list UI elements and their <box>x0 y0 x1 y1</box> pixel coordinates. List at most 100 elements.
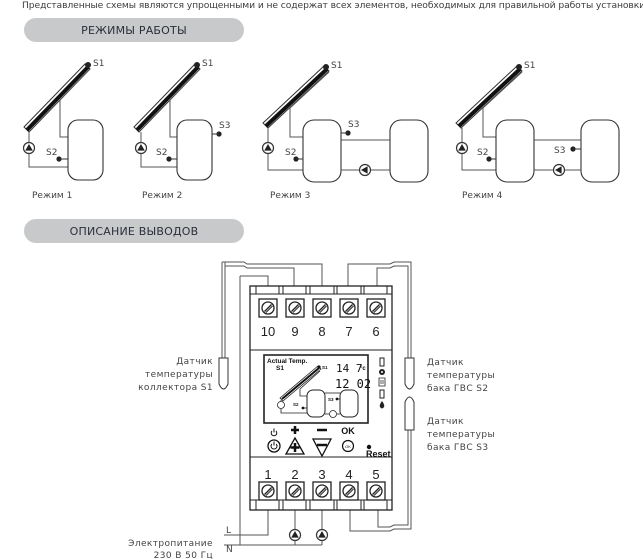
section-header-modes: РЕЖИМЫ РАБОТЫ <box>24 18 244 42</box>
sensor-s1-dot <box>516 64 522 70</box>
section-title-modes: РЕЖИМЫ РАБОТЫ <box>81 23 187 37</box>
sensor-s1-label: S1 <box>202 59 213 69</box>
reset-button[interactable]: Reset <box>366 444 391 459</box>
pump-2-icon <box>315 528 329 542</box>
minus-button[interactable] <box>311 428 333 458</box>
indicator-bar-icon <box>379 357 385 367</box>
terminal-screw-4[interactable] <box>339 481 359 501</box>
terminal-screw-9[interactable] <box>285 298 305 318</box>
terminal-number: 5 <box>372 467 379 482</box>
sensor-s1-dot <box>85 62 91 68</box>
desc-line: бака ГВС S3 <box>427 443 489 453</box>
desc-line: температуры <box>427 430 495 440</box>
terminal-screw-1[interactable] <box>258 481 278 501</box>
wiring <box>221 261 412 546</box>
terminal-number: 4 <box>345 467 352 482</box>
terminal-number: 3 <box>318 467 325 482</box>
pump-icon <box>22 141 36 155</box>
ok-inner-label: OK <box>345 444 351 449</box>
terminal-screw-6[interactable] <box>366 298 386 318</box>
tank-icon <box>67 119 104 181</box>
line-N-label: N <box>226 545 233 555</box>
display-s1-label: S1 <box>322 365 328 370</box>
solar-collector-icon <box>23 63 91 133</box>
ok-label: OK <box>341 426 355 436</box>
desc-line: Датчик <box>176 357 213 367</box>
power-button[interactable] <box>267 428 281 453</box>
power-label-line2: 230 В 50 Гц <box>154 551 213 559</box>
plus-button[interactable] <box>284 426 306 455</box>
sensor-probe-s2 <box>404 357 415 390</box>
pump-icon <box>261 141 275 155</box>
display-unit: °c <box>360 366 366 372</box>
tank-icon <box>176 119 213 181</box>
terminal-number: 6 <box>372 324 379 339</box>
tank-1-icon <box>495 119 535 183</box>
mode-2-label: Режим 2 <box>142 191 182 201</box>
desc-line: температуры <box>427 371 495 381</box>
power-label-line1: Электропитание <box>128 539 213 549</box>
ok-button[interactable]: OK OK <box>341 426 355 453</box>
pump-icon <box>552 163 566 177</box>
desc-line: Датчик <box>427 358 464 368</box>
mode-4-label: Режим 4 <box>462 191 503 201</box>
pump-icon <box>455 141 469 155</box>
terminal-screw-10[interactable] <box>258 298 278 318</box>
terminal-number: 2 <box>291 467 298 482</box>
terminal-screw-8[interactable] <box>312 298 332 318</box>
sensor-s3-description: Датчик температуры бака ГВС S3 <box>427 417 495 453</box>
display-title: Actual Temp. <box>267 358 308 365</box>
section-header-outputs: ОПИСАНИЕ ВЫВОДОВ <box>24 219 244 243</box>
section-title-outputs: ОПИСАНИЕ ВЫВОДОВ <box>69 224 199 238</box>
pump-1-icon <box>288 528 302 542</box>
mode-1-label: Режим 1 <box>32 191 72 201</box>
tank-2-icon <box>389 119 429 183</box>
disclaimer-text: Представленные схемы являются упрощенным… <box>22 0 643 11</box>
terminal-screw-7[interactable] <box>339 298 359 318</box>
sensor-s1-label: S1 <box>93 59 104 69</box>
reset-label: Reset <box>366 449 391 459</box>
display-sensor: S1 <box>276 365 284 372</box>
sensor-s3-label: S3 <box>219 121 230 131</box>
sensor-s1-label: S1 <box>331 61 342 71</box>
desc-line: температуры <box>145 370 213 380</box>
desc-line: Датчик <box>427 417 464 427</box>
sensor-s3-label: S3 <box>348 120 359 130</box>
display-temperature: 14 7 <box>336 362 363 375</box>
display-time: 12 02 <box>335 377 371 391</box>
solar-collector-icon <box>262 65 330 129</box>
display-s2-label: S2 <box>293 402 299 407</box>
terminal-number: 9 <box>291 324 298 339</box>
terminal-screw-2[interactable] <box>285 481 305 501</box>
tank-2-icon <box>580 119 620 183</box>
terminal-screw-5[interactable] <box>366 481 386 501</box>
bottom-terminals: 1 2 3 4 5 <box>258 467 386 501</box>
terminal-number: 7 <box>345 324 352 339</box>
display-s3-label: S3 <box>328 397 334 402</box>
sensor-s1-dot <box>323 64 329 70</box>
mode-3-label: Режим 3 <box>270 191 310 201</box>
terminal-number: 8 <box>318 324 325 339</box>
sensor-s2-label: S2 <box>285 148 296 158</box>
tank-1-icon <box>302 119 342 183</box>
lcd-display: Actual Temp. S1 14 7 °c 12 02 S1 S2 S3 <box>263 354 371 424</box>
desc-line: коллектора S1 <box>138 383 213 393</box>
solar-collector-icon <box>455 65 523 129</box>
mode-4-diagram: S1 S2 S3 Режим 4 <box>455 61 620 201</box>
mode-1-diagram: S1 S2 Режим 1 <box>22 59 104 201</box>
flame-icon <box>379 401 385 409</box>
top-terminals: 10 9 8 7 6 <box>258 298 386 339</box>
pump-icon <box>358 163 372 177</box>
sensor-s1-description: Датчик температуры коллектора S1 <box>138 357 213 393</box>
mode-3-diagram: S1 S2 S3 Режим 3 <box>261 61 429 201</box>
sensor-s2-description: Датчик температуры бака ГВС S2 <box>427 358 495 394</box>
sensor-probe-s1 <box>218 357 229 390</box>
solar-collector-icon <box>133 63 201 133</box>
control-buttons: OK OK Reset <box>267 426 391 459</box>
terminal-screw-3[interactable] <box>312 481 332 501</box>
sensor-s2-label: S2 <box>156 148 167 158</box>
sensor-s2-label: S2 <box>477 148 488 158</box>
sensor-s1-label: S1 <box>524 61 535 71</box>
sensor-s2-label: S2 <box>46 148 57 158</box>
